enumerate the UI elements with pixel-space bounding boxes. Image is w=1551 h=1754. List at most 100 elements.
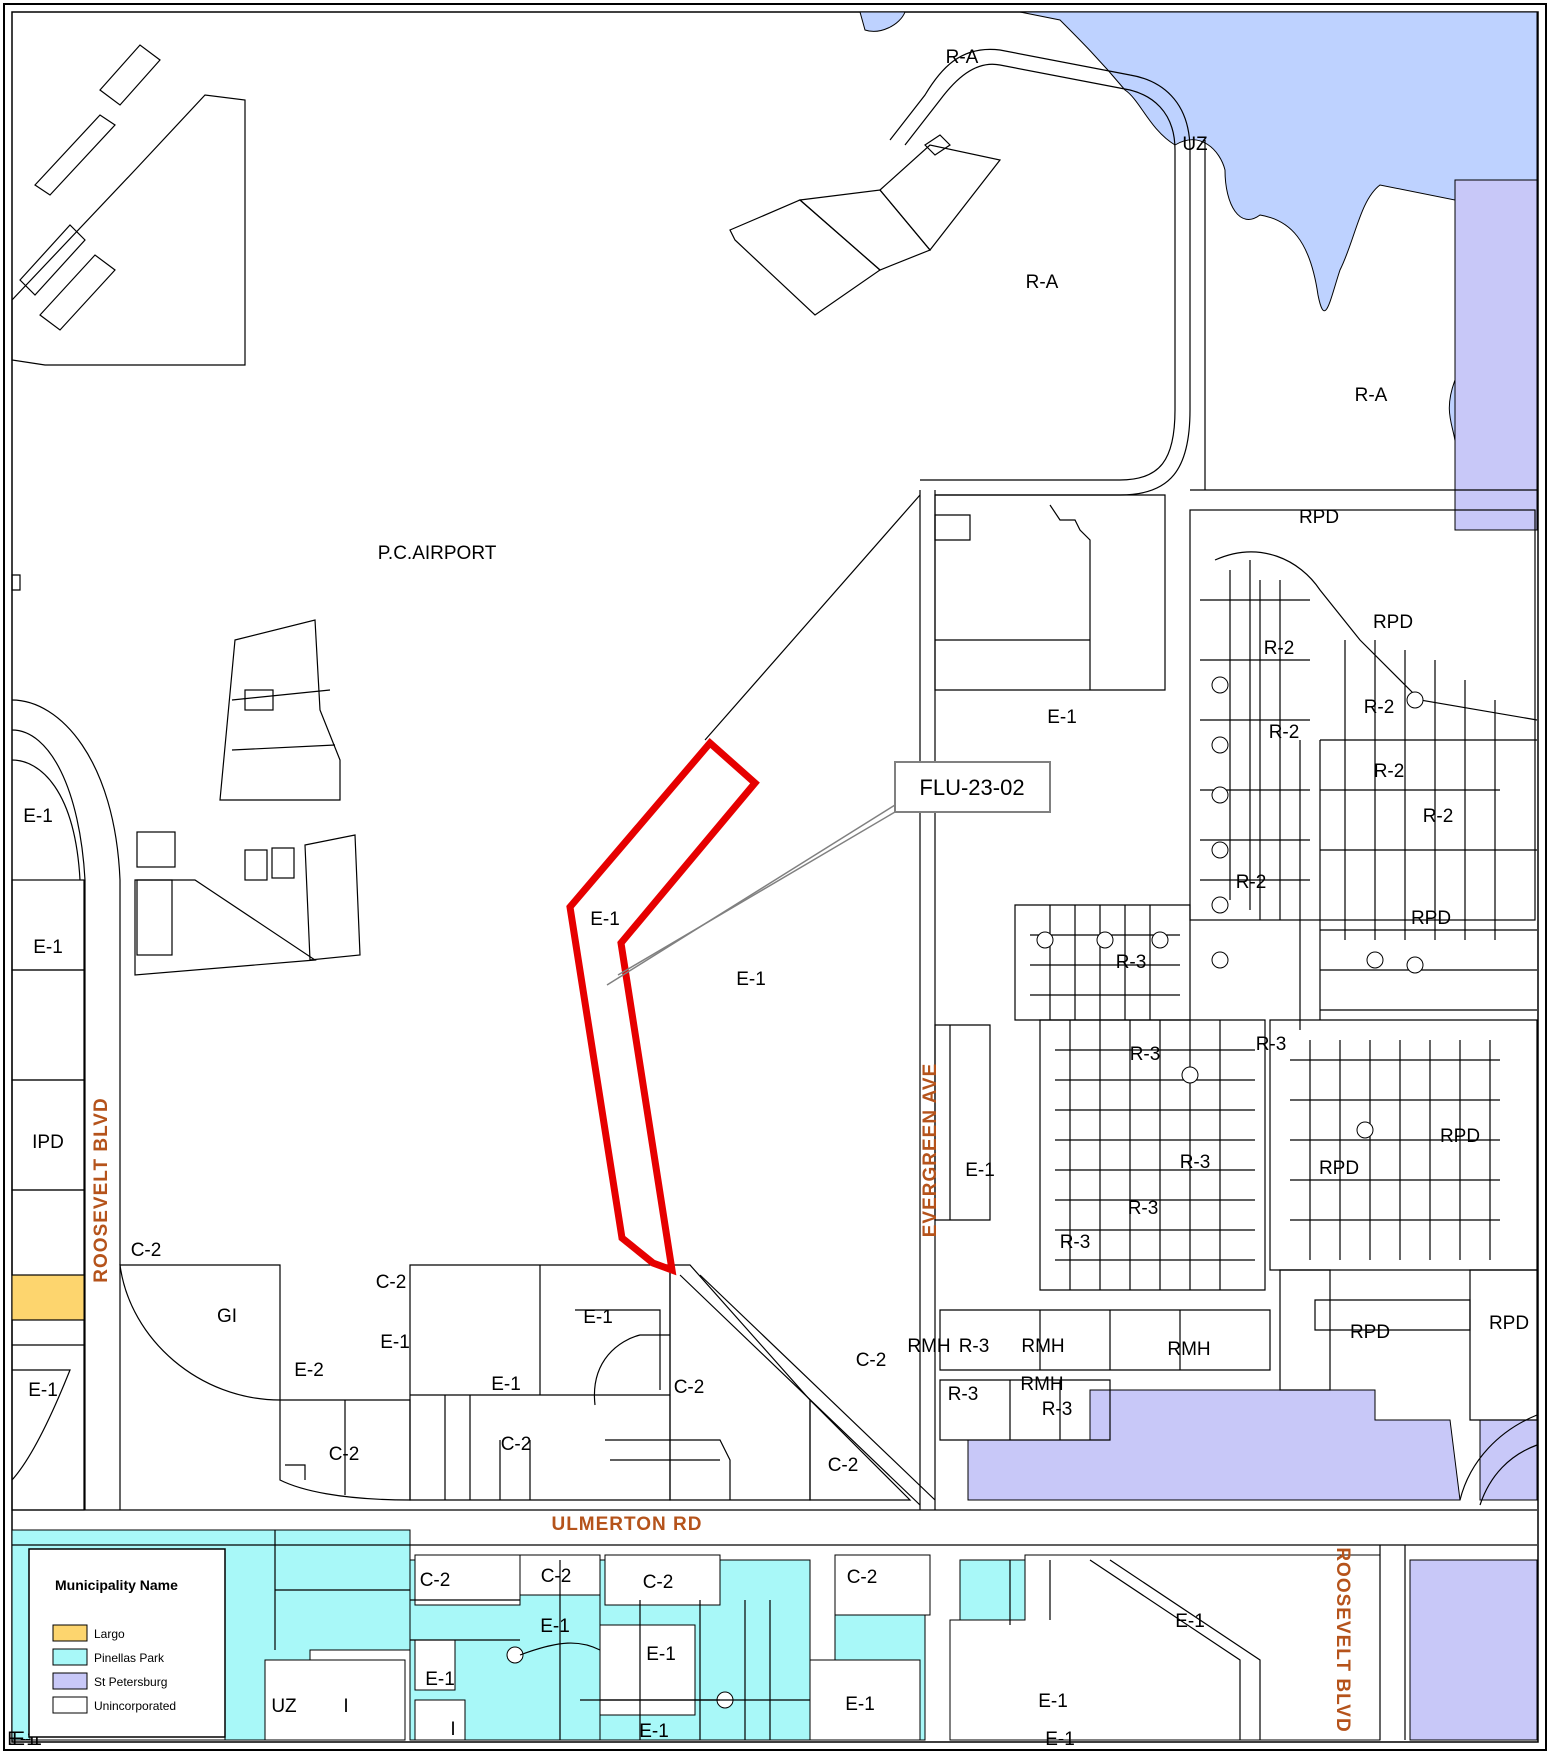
zone-label: E-1 [639, 1721, 669, 1742]
parcels-south [11, 1264, 912, 1511]
callout-leader [606, 804, 896, 986]
zone-label: C-2 [541, 1566, 572, 1587]
legend-label: St Petersburg [94, 1675, 167, 1689]
callout-box [894, 761, 1051, 813]
street-label-ulmerton: ULMERTON RD [551, 1514, 702, 1535]
subject-parcel-outline [566, 738, 760, 1276]
zone-label: C-2 [501, 1434, 532, 1455]
legend: Municipality Name Largo Pinellas Park St… [28, 1548, 226, 1738]
zone-label: E-1 [491, 1374, 521, 1395]
callout-label: FLU-23-02 [919, 775, 1024, 800]
zone-label: RPD [1373, 612, 1413, 633]
legend-swatch [52, 1648, 88, 1666]
zone-label: R-2 [1264, 638, 1295, 659]
street-label-roosevelt-east: ROOSEVELT BLVD [1332, 1547, 1353, 1732]
zone-label: RPD [1299, 507, 1339, 528]
legend-item-largo: Largo [52, 1624, 125, 1642]
zone-label: R-3 [959, 1336, 990, 1357]
zone-label: C-2 [329, 1444, 360, 1465]
zone-label: E-1 [583, 1307, 613, 1328]
zone-label: R-2 [1269, 722, 1300, 743]
zone-label: RMH [1167, 1339, 1210, 1360]
zone-label: R-3 [1128, 1198, 1159, 1219]
legend-item-st-petersburg: St Petersburg [52, 1672, 167, 1690]
legend-label: Pinellas Park [94, 1651, 165, 1665]
airport-buildings [729, 134, 1002, 316]
residential-subdivisions [939, 509, 1538, 1441]
zone-label: C-2 [674, 1377, 705, 1398]
zone-label: R-2 [1374, 761, 1405, 782]
zone-label: R-3 [1130, 1044, 1161, 1065]
zone-label: R-3 [1256, 1034, 1287, 1055]
zone-label: R-2 [1236, 872, 1267, 893]
parcels-pinellas-grid [274, 1530, 1261, 1740]
zone-label: E-1 [1175, 1611, 1205, 1632]
zone-label: R-A [946, 47, 979, 68]
street-label-evergreen: EVERGREEN AVE [920, 1063, 941, 1238]
zone-label: RPD [1350, 1322, 1390, 1343]
zone-label: E-1 [845, 1694, 875, 1715]
zone-label: RPD [1411, 908, 1451, 929]
zone-label: C-2 [828, 1455, 859, 1476]
zone-label: R-3 [1060, 1232, 1091, 1253]
zone-label: UZ [271, 1696, 297, 1717]
zone-label: RPD [1489, 1313, 1529, 1334]
st-petersburg-areas [967, 179, 1538, 1741]
legend-label: Unincorporated [94, 1699, 176, 1713]
legend-swatch [52, 1624, 88, 1642]
zone-label: R-3 [1116, 952, 1147, 973]
zone-label: E-1 [28, 1380, 58, 1401]
legend-item-pinellas-park: Pinellas Park [52, 1648, 165, 1666]
legend-swatch [52, 1672, 88, 1690]
zone-label: E-1 [590, 909, 620, 930]
zone-label: C-2 [376, 1272, 407, 1293]
zone-label: E-1 [1047, 707, 1077, 728]
largo-area [11, 1274, 85, 1321]
water-body-small [859, 11, 906, 32]
legend-label: Largo [94, 1627, 125, 1641]
zone-label: E-1 [736, 969, 766, 990]
zone-label: E-1 [540, 1616, 570, 1637]
zone-label: GI [217, 1306, 237, 1327]
zone-label: R-A [1355, 385, 1388, 406]
zone-label: C-2 [643, 1572, 674, 1593]
zone-label: RMH [1020, 1374, 1063, 1395]
zone-label: C-2 [420, 1570, 451, 1591]
zone-label: E-1 [646, 1644, 676, 1665]
zone-label: P.C.AIRPORT [378, 543, 497, 564]
zone-label: C-2 [131, 1240, 162, 1261]
water-body [1019, 11, 1538, 461]
street-label-roosevelt-west: ROOSEVELT BLVD [91, 1097, 112, 1282]
zone-label: RMH [1021, 1336, 1064, 1357]
zone-label: E-1 [965, 1160, 995, 1181]
zone-label: I [450, 1719, 455, 1740]
zone-label: E-1 [1045, 1729, 1075, 1750]
legend-title: Municipality Name [55, 1577, 178, 1593]
zone-label: E-2 [294, 1360, 324, 1381]
parcels-west [11, 759, 85, 1276]
zone-label: E-1 [380, 1332, 410, 1353]
zone-label: E-1 [1038, 1691, 1068, 1712]
zone-label: RPD [1319, 1158, 1359, 1179]
zone-label: R-3 [1180, 1152, 1211, 1173]
zone-label: E-1 [23, 806, 53, 827]
zone-label: RPD [1440, 1126, 1480, 1147]
map-inner-frame [11, 11, 1539, 1743]
zone-label: E-1 [33, 937, 63, 958]
zone-label: C-2 [847, 1567, 878, 1588]
zone-label: R-3 [948, 1384, 979, 1405]
zone-label: UZ [1182, 134, 1208, 155]
legend-item-unincorporated: Unincorporated [52, 1696, 176, 1714]
zone-label: R-2 [1423, 806, 1454, 827]
zone-label: RMH [907, 1336, 950, 1357]
road-network [11, 48, 1538, 1740]
zone-label: C-2 [856, 1350, 887, 1371]
zoning-labels: R-A UZ R-A R-A RPD P.C.AIRPORT RPD R-2 E… [7, 47, 1529, 1750]
parcels-east [934, 494, 1166, 1221]
legend-swatch [52, 1696, 88, 1714]
zone-label: I [343, 1696, 348, 1717]
zone-label: E-1 [425, 1669, 455, 1690]
parcels-northwest [11, 44, 361, 976]
zone-label: IPD [32, 1132, 64, 1153]
